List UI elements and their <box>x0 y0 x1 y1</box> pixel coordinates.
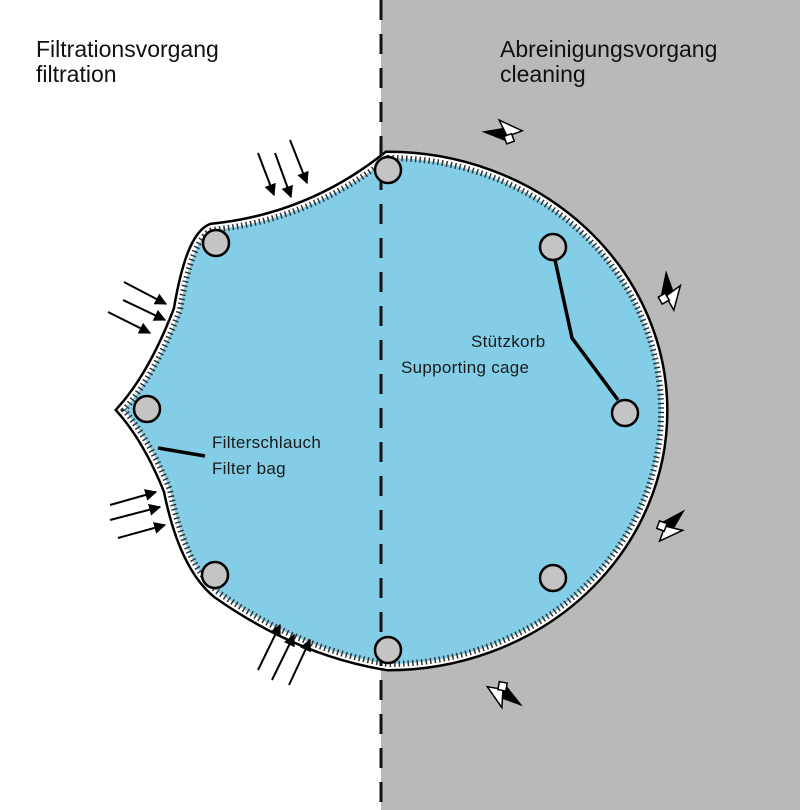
arrow-icon <box>107 311 152 334</box>
cleaning-title-de: Abreinigungsvorgang <box>500 36 718 62</box>
arrow-icon <box>288 638 311 686</box>
inflow-arrows <box>107 139 311 686</box>
rod-icon <box>538 232 568 262</box>
filter-bag-label-en: Filter bag <box>212 459 286 478</box>
outflow-arrows <box>481 118 686 710</box>
cage-label-de: Stützkorb <box>471 332 546 351</box>
leader-lines <box>157 259 620 458</box>
rod-icon <box>200 560 230 590</box>
filter-bag-label-de: Filterschlauch <box>212 433 322 452</box>
arrow-icon <box>109 489 158 506</box>
cage-label-en: Supporting cage <box>401 358 530 377</box>
arrow-icon <box>123 281 168 305</box>
filtration-title-de: Filtrationsvorgang <box>36 36 219 62</box>
arrow-icon <box>122 299 167 321</box>
rod-icon <box>538 563 568 593</box>
cleaning-arrow-icon <box>657 270 682 313</box>
rod-icon <box>132 394 162 424</box>
rod-icon <box>610 398 640 428</box>
filtration-title-en: filtration <box>36 61 117 87</box>
cleaning-arrow-icon <box>481 118 525 145</box>
arrow-icon <box>117 522 167 539</box>
cleaning-arrow-icon <box>485 680 523 710</box>
rod-icon <box>373 155 403 185</box>
support-rods <box>132 155 640 665</box>
arrow-icon <box>257 152 276 197</box>
cleaning-arrow-icon <box>655 509 686 543</box>
rod-icon <box>201 228 231 258</box>
rod-icon <box>373 635 403 665</box>
arrow-icon <box>274 152 293 199</box>
arrow-icon <box>257 623 281 671</box>
cleaning-title-en: cleaning <box>500 61 586 87</box>
arrow-icon <box>271 633 295 681</box>
arrow-icon <box>289 139 309 185</box>
arrow-icon <box>109 503 162 521</box>
filter-bag <box>124 158 661 664</box>
